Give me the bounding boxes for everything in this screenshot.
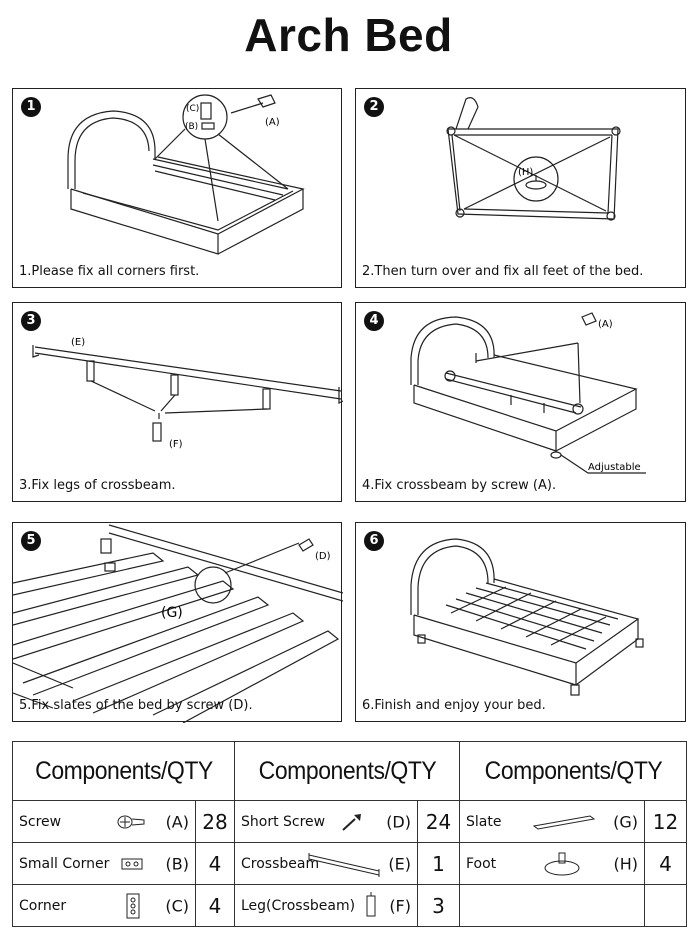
component-qty: 28 [195,800,235,843]
step-3-panel: (E) (F) 3 3.Fix legs of crossbeam. [12,302,343,502]
step-3-caption: 3.Fix legs of crossbeam. [19,478,176,493]
component-qty: 24 [417,800,460,843]
component-short-screw: Short Screw (D) [234,800,418,843]
step-2-number: 2 [364,97,384,117]
step-3-number: 3 [21,311,41,331]
components-table: Components/QTY Components/QTY Components… [12,741,687,927]
step-4-illustration: (A) Adjustable [410,312,646,474]
component-code: (C) [165,896,189,915]
component-name: Slate [466,813,502,830]
step-1-label-c: (C) [186,104,199,114]
foot-icon [544,852,580,875]
step-2-caption: 2.Then turn over and fix all feet of the… [362,264,644,279]
component-name: Corner [19,897,67,914]
component-qty: 12 [644,800,687,843]
component-qty: 4 [195,842,235,885]
component-qty: 4 [195,884,235,927]
step-5-panel: (D) (G) 5 5.Fix slates of the bed by scr… [12,522,343,723]
step-1-panel: (C) (B) (A) 1 1.Please fix all corners f… [12,88,342,288]
component-code: (F) [389,896,411,915]
component-name: Screw [19,813,62,830]
step-2-illustration: (H) [446,97,621,221]
step-2-panel: (H) 2 2.Then turn over and fix all feet … [355,88,686,288]
step-2-label-h: (H) [518,167,533,178]
step-3-label-f: (F) [169,439,183,450]
screw-icon [117,815,145,828]
component-corner: Corner (C) [12,884,196,927]
component-qty: 3 [417,884,460,927]
step-5-illustration: (D) (G) [13,524,343,723]
step-5-caption: 5.Fix slates of the bed by screw (D). [19,698,253,713]
component-name: Small Corner [19,855,110,872]
step-4-panel: (A) Adjustable 4 4.Fix crossbeam by scre… [355,302,686,502]
component-code: (A) [165,812,189,831]
crossbeam-icon [308,852,380,877]
leg-icon [366,891,376,916]
components-header-2: Components/QTY [243,741,451,801]
step-4-number: 4 [364,311,384,331]
component-qty: 4 [644,842,687,885]
step-6-caption: 6.Finish and enjoy your bed. [362,698,546,713]
step-1-label-b: (B) [185,122,198,132]
step-6-panel: 6 6.Finish and enjoy your bed. [355,522,686,722]
components-header-3: Components/QTY [468,741,678,801]
short-screw-icon [342,813,361,831]
component-slate: Slate (G) [459,800,645,843]
step-1-illustration: (C) (B) (A) [67,94,305,255]
component-code: (D) [386,812,411,831]
step-3-illustration: (E) (F) [32,337,343,450]
step-4-caption: 4.Fix crossbeam by screw (A). [362,478,557,493]
component-foot: Foot (H) [459,842,645,885]
step-1-number: 1 [21,97,41,117]
component-qty: 1 [417,842,460,885]
small-corner-icon [121,858,143,869]
page-title: Arch Bed [244,9,453,61]
step-3-label-e: (E) [71,337,85,348]
component-small-corner: Small Corner (B) [12,842,196,885]
step-1-caption: 1.Please fix all corners first. [19,264,200,279]
component-code: (G) [613,812,638,831]
step-4-label-adjustable: Adjustable [588,462,641,473]
components-header-1: Components/QTY [20,741,227,801]
slate-icon [532,814,596,830]
component-qty-empty [644,884,687,927]
component-code: (B) [165,854,189,873]
component-name: Leg(Crossbeam) [241,897,356,914]
corner-icon [126,893,140,918]
component-screw: Screw (A) [12,800,196,843]
component-name: Crossbeam [241,855,320,872]
component-crossbeam: Crossbeam (E) [234,842,418,885]
component-name: Foot [466,855,497,872]
step-6-illustration [410,538,644,696]
step-5-label-d: (D) [315,551,331,562]
step-1-label-a: (A) [265,117,280,128]
step-5-number: 5 [21,531,41,551]
component-empty [459,884,645,927]
step-5-label-g: (G) [161,605,183,621]
component-name: Short Screw [241,813,326,830]
component-leg: Leg(Crossbeam) (F) [234,884,418,927]
step-4-label-a: (A) [598,319,613,330]
component-code: (H) [613,854,638,873]
step-6-number: 6 [364,531,384,551]
component-code: (E) [388,854,411,873]
